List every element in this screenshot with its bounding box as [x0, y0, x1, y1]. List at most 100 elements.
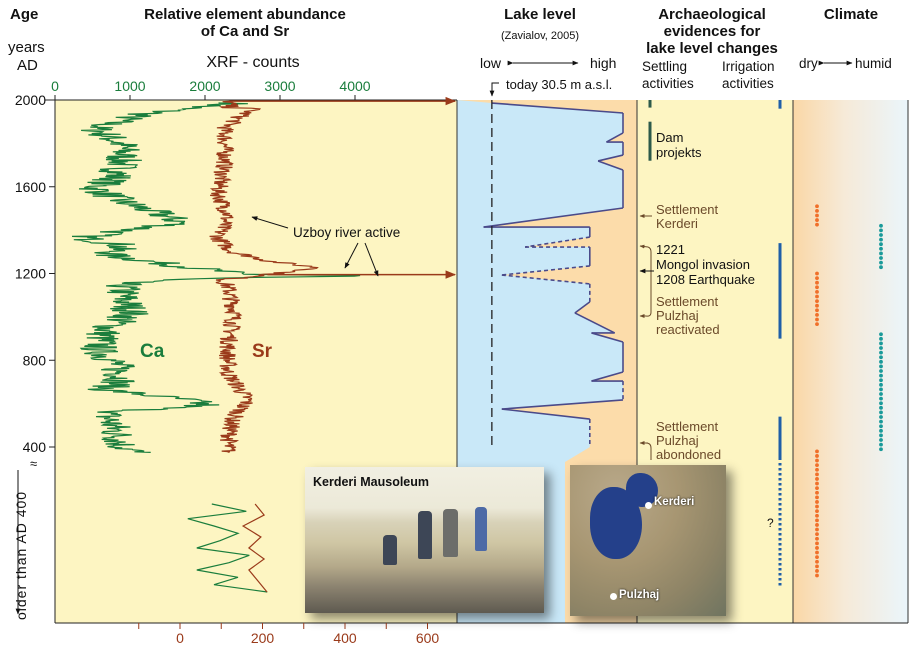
- dry-climate-dot: [815, 285, 819, 290]
- humid-climate-dot: [879, 260, 883, 265]
- humid-climate-dot: [879, 242, 883, 247]
- person: [383, 535, 397, 565]
- settling-label: Settling: [642, 59, 687, 74]
- humid-climate-dot: [879, 228, 883, 233]
- photo-title: Kerderi Mausoleum: [313, 475, 430, 489]
- humid-climate-dot: [879, 410, 883, 415]
- xrf-axis-label: XRF - counts: [206, 54, 299, 71]
- humid-climate-dot: [879, 428, 883, 433]
- lake-level-segment: [597, 160, 624, 171]
- arch-title: Archaeological: [658, 6, 766, 23]
- dry-climate-dot: [815, 218, 819, 222]
- humid-climate-dot: [879, 350, 883, 355]
- element-title: of Ca and Sr: [201, 23, 290, 40]
- lake-level-segment: [524, 236, 590, 248]
- humid-climate-dot: [879, 415, 883, 419]
- humid-climate-dot: [879, 433, 883, 438]
- lake-title: Lake level: [504, 6, 576, 23]
- person: [418, 511, 432, 559]
- lake-level-segment: [591, 332, 624, 343]
- arch-title: lake level changes: [646, 40, 778, 57]
- dry-climate-dot: [815, 527, 819, 532]
- dry-climate-dot: [815, 280, 819, 285]
- lake-level-segment: [491, 102, 624, 114]
- dry-climate-dot: [815, 303, 819, 308]
- humid-climate-dot: [879, 251, 883, 256]
- arrow-icon: [639, 244, 649, 249]
- dam-label: Dam: [656, 130, 683, 145]
- humid-climate-dot: [879, 237, 883, 242]
- humid-climate-dot: [879, 396, 883, 401]
- x-top-tick-label: 3000: [264, 78, 295, 94]
- climate-humid-label: humid: [855, 56, 892, 71]
- humid-climate-dot: [879, 332, 883, 337]
- dry-climate-dot: [815, 449, 819, 454]
- dry-climate-dot: [815, 276, 819, 280]
- dry-climate-dot: [815, 541, 819, 546]
- humid-climate-dot: [879, 382, 883, 387]
- dam-label: projekts: [656, 145, 702, 160]
- humid-climate-dot: [879, 447, 883, 452]
- lake-level-segment: [574, 301, 591, 314]
- lake-today-label: today 30.5 m a.s.l.: [506, 77, 612, 92]
- x-top-tick-label: 2000: [189, 78, 220, 94]
- y-tick-label: 400: [23, 439, 47, 455]
- climate-panel: [793, 100, 908, 623]
- age-unit: years: [8, 39, 45, 56]
- dry-climate-dot: [815, 486, 819, 491]
- pulzhaj-abandoned-label: Pulzhaj: [656, 433, 699, 448]
- y-tick-label: 1600: [15, 179, 46, 195]
- dry-climate-dot: [815, 513, 819, 518]
- dry-climate-dot: [815, 536, 819, 541]
- dry-climate-dot: [815, 208, 819, 213]
- axis-break-icon: ≈: [30, 456, 37, 471]
- humid-climate-dot: [879, 341, 883, 346]
- y-tick-label: 1200: [15, 266, 46, 282]
- humid-climate-dot: [879, 373, 883, 378]
- humid-climate-dot: [879, 265, 883, 270]
- x-top-tick-label: 1000: [114, 78, 145, 94]
- pulzhaj-abandoned-label: abondoned: [656, 447, 721, 462]
- humid-climate-dot: [879, 246, 883, 251]
- dry-climate-dot: [815, 569, 819, 573]
- dry-climate-dot: [815, 518, 819, 523]
- lake-level-segment: [591, 371, 624, 382]
- element-title: Relative element abundance: [144, 6, 346, 23]
- humid-climate-dot: [879, 336, 883, 341]
- dry-climate-dot: [815, 299, 819, 303]
- humid-climate-dot: [879, 355, 883, 360]
- age-unit: AD: [17, 57, 38, 74]
- kerderi-settlement-label: Kerderi: [656, 216, 698, 231]
- dry-climate-dot: [815, 222, 819, 227]
- humid-climate-dot: [879, 378, 883, 383]
- earthquake-label: 1208 Earthquake: [656, 272, 755, 287]
- humid-climate-dot: [879, 346, 883, 350]
- dry-climate-dot: [815, 322, 819, 326]
- map-label-kerderi: Kerderi: [654, 496, 695, 508]
- humid-climate-dot: [879, 438, 883, 442]
- map-sea: [626, 473, 658, 507]
- lake-level-segment: [574, 312, 616, 334]
- dry-climate-dot: [815, 481, 819, 486]
- settling-label: activities: [642, 76, 694, 91]
- humid-climate-dot: [879, 223, 883, 228]
- dry-climate-dot: [815, 313, 819, 317]
- dry-climate-dot: [815, 500, 819, 504]
- dry-climate-dot: [815, 458, 819, 463]
- arrow-icon: [364, 242, 379, 277]
- kerderi-location-marker: [645, 502, 652, 509]
- dry-climate-dot: [815, 454, 819, 458]
- humid-climate-dot: [879, 359, 883, 364]
- dry-climate-dot: [815, 559, 819, 564]
- humid-climate-dot: [879, 256, 883, 260]
- x-top-tick-label: 4000: [339, 78, 370, 94]
- humid-climate-dot: [879, 369, 883, 373]
- dry-climate-dot: [815, 294, 819, 299]
- uncertain-mark: ?: [767, 516, 774, 530]
- uzboy-annotation: Uzboy river active: [293, 225, 400, 240]
- ca-label: Ca: [140, 341, 165, 362]
- pulzhaj-location-marker: [610, 593, 617, 600]
- humid-climate-dot: [879, 387, 883, 392]
- humid-climate-dot: [879, 405, 883, 410]
